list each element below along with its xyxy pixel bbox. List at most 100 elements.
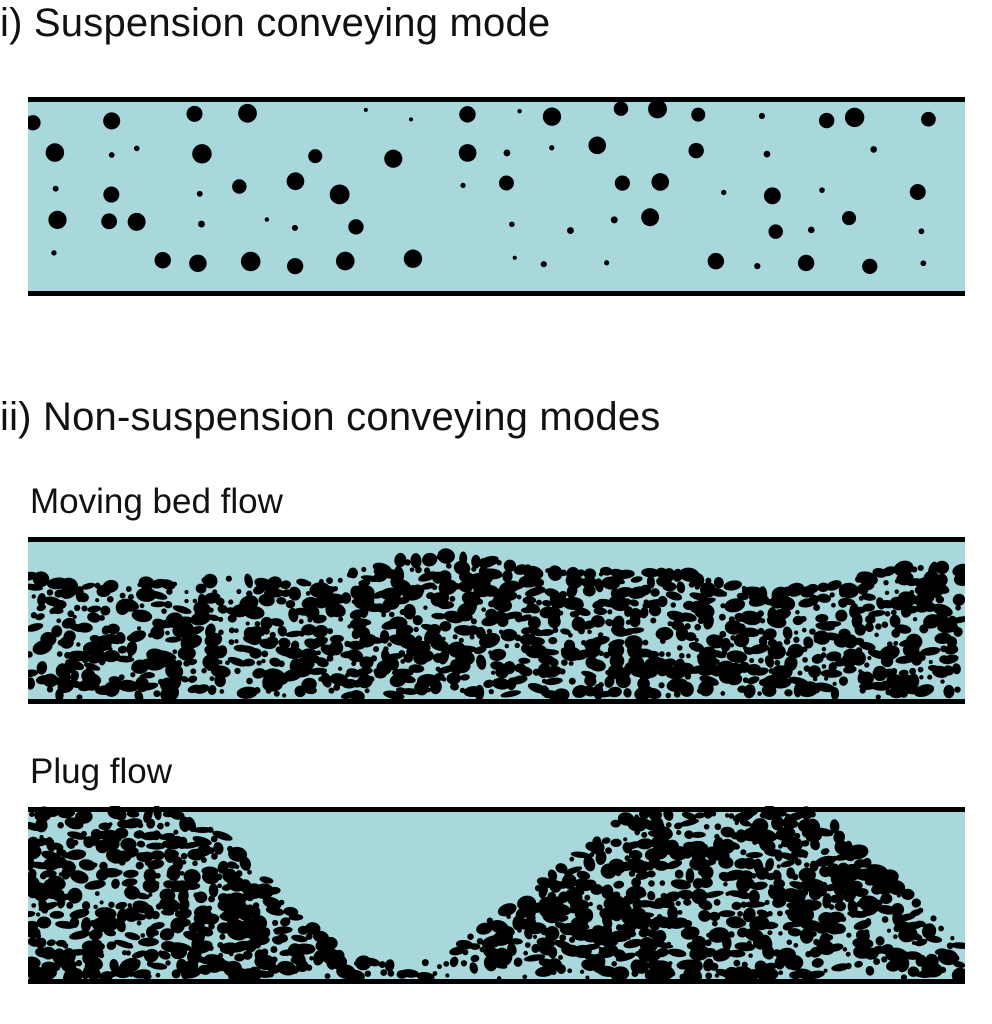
- particle: [106, 595, 114, 603]
- particle: [423, 605, 428, 610]
- particle: [548, 636, 558, 645]
- particle: [797, 670, 803, 676]
- particle: [70, 670, 79, 682]
- particle: [278, 637, 291, 649]
- particle: [208, 607, 214, 613]
- particle: [764, 899, 770, 905]
- particle: [840, 916, 847, 923]
- particle: [929, 595, 935, 601]
- particle: [134, 690, 144, 703]
- particle: [889, 614, 901, 628]
- particle: [210, 665, 231, 678]
- particle: [142, 672, 155, 679]
- particle: [277, 625, 287, 637]
- particle: [587, 629, 592, 635]
- particle: [316, 650, 321, 656]
- particle: [219, 689, 225, 694]
- particle: [186, 105, 203, 122]
- particle: [319, 585, 336, 596]
- particle: [803, 862, 810, 868]
- particle: [873, 958, 881, 965]
- particle: [210, 835, 218, 843]
- particle: [653, 929, 667, 944]
- particle: [604, 260, 610, 266]
- particle: [880, 655, 894, 668]
- particle: [805, 970, 825, 980]
- particle: [555, 863, 568, 874]
- particle: [733, 959, 741, 967]
- particle: [820, 652, 827, 658]
- particle: [686, 653, 691, 659]
- particle: [905, 931, 923, 941]
- particle: [794, 858, 802, 866]
- particle: [503, 149, 511, 157]
- particle: [227, 614, 237, 623]
- particle: [459, 615, 473, 622]
- particle: [403, 603, 416, 620]
- particle: [881, 956, 888, 963]
- particle: [137, 626, 142, 631]
- particle: [351, 661, 357, 667]
- particle: [228, 951, 234, 957]
- particle: [276, 597, 287, 605]
- particle: [623, 662, 632, 678]
- particle: [793, 636, 800, 643]
- particle: [865, 965, 875, 976]
- particle: [547, 869, 558, 882]
- particle: [689, 856, 708, 871]
- particle: [76, 694, 83, 701]
- particle: [353, 618, 372, 626]
- particle: [165, 636, 182, 643]
- particle: [496, 559, 502, 566]
- particle: [517, 108, 522, 114]
- particle: [45, 836, 56, 853]
- particle: [568, 660, 574, 666]
- particle: [615, 673, 631, 689]
- particle: [601, 837, 611, 844]
- particle: [490, 670, 496, 675]
- particle: [808, 594, 819, 606]
- particle: [166, 864, 181, 881]
- particle: [195, 583, 207, 594]
- particle: [34, 806, 52, 822]
- particle: [309, 956, 314, 961]
- particle: [786, 939, 793, 945]
- particle: [935, 560, 950, 575]
- particle: [733, 632, 750, 648]
- particle: [920, 260, 927, 267]
- particle: [648, 99, 667, 119]
- particle: [263, 627, 270, 635]
- particle: [152, 830, 161, 841]
- particle: [909, 184, 926, 201]
- particle: [901, 888, 915, 900]
- particle: [720, 637, 731, 652]
- particle: [676, 581, 686, 594]
- particle: [663, 808, 674, 821]
- particle: [278, 660, 285, 668]
- particle: [514, 634, 522, 642]
- particle: [650, 588, 660, 597]
- particle: [479, 632, 501, 649]
- particle: [646, 650, 660, 660]
- particle: [823, 968, 828, 973]
- particle: [787, 928, 802, 937]
- particle: [208, 883, 219, 898]
- particle: [147, 859, 165, 870]
- particle: [861, 593, 876, 601]
- particle: [28, 956, 41, 969]
- particle: [911, 898, 921, 908]
- particle: [669, 970, 676, 977]
- pipe-top-wall: [28, 537, 965, 542]
- particle: [261, 658, 266, 664]
- particle: [552, 903, 572, 916]
- particle: [46, 939, 56, 947]
- particle: [153, 690, 161, 698]
- particle: [702, 859, 717, 866]
- particle: [261, 650, 269, 658]
- particle: [150, 910, 160, 920]
- particle: [937, 622, 959, 633]
- particle: [709, 962, 719, 971]
- particle: [549, 145, 555, 151]
- particle: [655, 947, 669, 958]
- particle: [285, 630, 304, 638]
